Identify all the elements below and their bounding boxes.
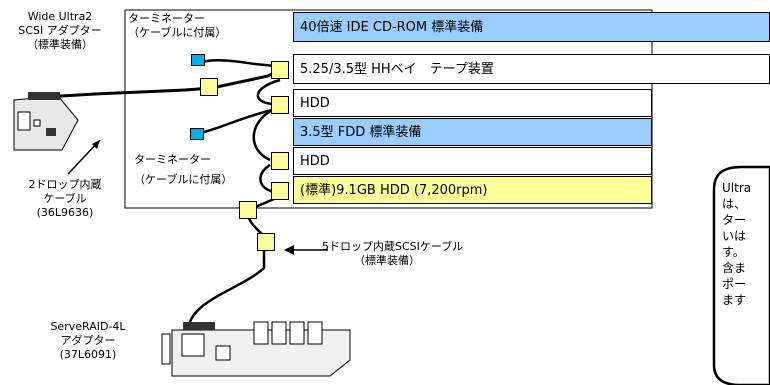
connector-hdd3	[271, 182, 289, 200]
wide-ultra2-card	[13, 92, 79, 151]
top-terminator-cable	[201, 59, 276, 68]
connector-wide	[200, 78, 218, 96]
connector-tape	[271, 61, 289, 79]
connector-hdd2	[271, 152, 289, 170]
terminator-top	[191, 54, 205, 66]
bay-hdd-2: HDD	[293, 147, 652, 175]
serveraid-card	[161, 321, 351, 377]
terminator-mid	[190, 128, 204, 140]
bay-fdd: 3.5型 FDD 標準装備	[293, 118, 652, 146]
mid-terminator-cable	[203, 108, 273, 134]
chassis-outline	[124, 9, 653, 209]
cable-5drop-label: 5ドロップ内蔵SCSIケーブル （標準装備）	[322, 240, 464, 267]
wide-cable	[44, 69, 279, 99]
bay-hdd-1: HDD	[293, 89, 652, 117]
cable-2drop-label: 2ドロップ内蔵 ケーブル (36L9636)	[28, 178, 102, 219]
connector-hdd1	[271, 96, 289, 114]
terminator-top-label: ターミネーター （ケーブルに付属）	[128, 12, 227, 39]
serveraid-label: ServeRAID-4L アダプター (37L6091)	[50, 320, 126, 361]
note-text: Ultra は、 ター いは す。 含ま ポー ます	[722, 181, 752, 307]
connector-cable-b	[257, 233, 275, 251]
bay-hdd-standard: (標準)9.1GB HDD (7,200rpm)	[293, 176, 652, 204]
wide-adapter-label: Wide Ultra2 SCSI アダプター （標準装備）	[18, 10, 102, 51]
bay-tape: 5.25/3.5型 HHベイ テープ装置	[293, 54, 770, 84]
cable-segment-1	[256, 78, 281, 106]
connector-cable-a	[239, 201, 257, 219]
five-drop-cable	[186, 196, 277, 331]
cable-segment-2	[252, 108, 273, 162]
bay-cdrom: 40倍速 IDE CD-ROM 標準装備	[293, 12, 770, 42]
terminator-mid-label: ターミネーター （ケーブルに付属）	[134, 153, 233, 186]
